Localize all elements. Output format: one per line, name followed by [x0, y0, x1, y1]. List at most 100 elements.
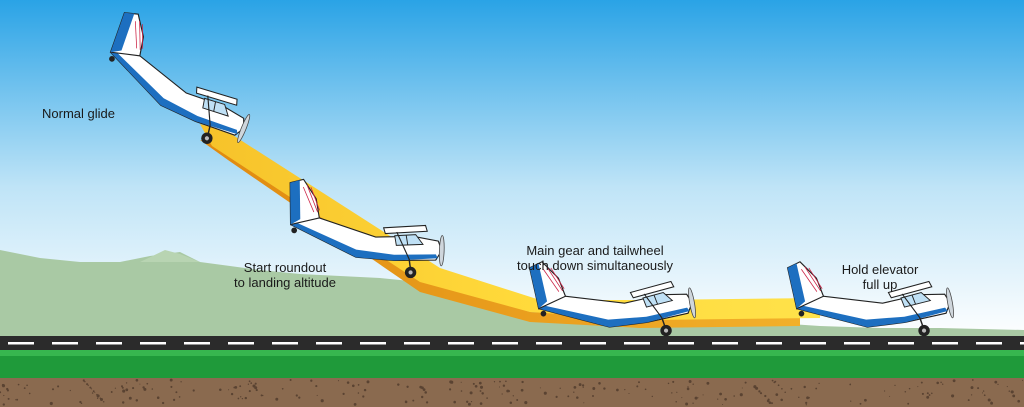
soil-speckle — [697, 397, 699, 399]
soil-speckle — [486, 397, 488, 399]
soil-speckle — [798, 396, 800, 399]
soil-speckle — [102, 401, 105, 403]
soil-speckle — [478, 381, 482, 385]
soil-speckle — [239, 385, 242, 388]
soil-speckle — [815, 387, 818, 390]
soil-speckle — [676, 391, 678, 393]
label-touchdown-line1: Main gear and tailwheel — [526, 243, 664, 258]
soil-speckle — [337, 380, 340, 382]
soil-speckle — [884, 390, 886, 392]
runway-dash — [8, 342, 34, 345]
soil-speckle — [151, 388, 154, 390]
soil-speckle — [859, 402, 862, 405]
runway-dash — [448, 342, 474, 345]
soil-speckles — [0, 378, 1024, 406]
soil-speckle — [94, 391, 96, 393]
soil-speckle — [694, 396, 698, 400]
soil-speckle — [894, 384, 896, 387]
soil-speckle — [977, 387, 980, 390]
soil-speckle — [803, 385, 806, 389]
soil-speckle — [192, 389, 195, 392]
soil-speckle — [121, 401, 125, 404]
soil-speckle — [685, 402, 689, 406]
runway-dash — [536, 342, 562, 345]
soil-speckle — [237, 397, 240, 400]
soil-speckle — [146, 382, 149, 385]
soil-speckle — [509, 401, 513, 404]
glide-path — [200, 124, 820, 320]
soil-speckle — [241, 397, 244, 400]
soil-speckle — [254, 386, 258, 390]
runway-dash — [756, 342, 782, 345]
soil-speckle — [687, 386, 689, 388]
soil-speckle — [143, 387, 147, 391]
soil-speckle — [479, 390, 482, 392]
soil-speckle — [357, 384, 360, 386]
runway-centerline — [8, 342, 1024, 345]
soil-speckle — [581, 384, 585, 387]
runway-dash — [976, 342, 1002, 345]
soil-speckle — [771, 379, 774, 382]
runway-dash — [932, 342, 958, 345]
soil-speckle — [1010, 390, 1014, 394]
soil-speckle — [248, 390, 251, 393]
soil — [0, 378, 1024, 407]
soil-speckle — [467, 402, 471, 406]
soil-speckle — [172, 398, 176, 402]
soil-speckle — [493, 381, 496, 383]
soil-speckle — [722, 403, 724, 406]
soil-speckle — [28, 392, 31, 395]
runway-dash — [492, 342, 518, 345]
soil-speckle — [460, 381, 462, 383]
soil-speckle — [719, 392, 722, 396]
soil-speckle — [907, 402, 910, 405]
soil-speckle — [624, 389, 626, 391]
soil-speckle — [702, 394, 704, 396]
soil-speckle — [80, 402, 83, 404]
soil-speckle — [316, 394, 318, 396]
soil-speckle — [125, 388, 129, 392]
soil-speckle — [917, 386, 919, 388]
soil-speckle — [644, 388, 647, 391]
soil-speckle — [1021, 379, 1024, 381]
soil-speckle — [315, 385, 318, 388]
soil-speckle — [928, 394, 931, 396]
soil-speckle — [479, 385, 484, 389]
soil-speckle — [616, 388, 619, 392]
soil-speckle — [128, 396, 132, 400]
soil-speckle — [990, 401, 993, 404]
soil-speckle — [638, 381, 640, 384]
soil-speckle — [289, 379, 292, 381]
soil-speckle — [578, 383, 582, 387]
soil-speckle — [219, 388, 222, 392]
soil-speckle — [178, 396, 181, 398]
label-hold-elevator-line2: full up — [862, 277, 898, 292]
soil-speckle — [764, 394, 767, 398]
soil-speckle — [559, 387, 561, 389]
soil-speckle — [17, 383, 20, 386]
soil-speckle — [234, 386, 238, 389]
soil-speckle — [717, 398, 719, 400]
soil-speckle — [576, 396, 579, 399]
soil-speckle — [818, 382, 820, 385]
soil-speckle — [262, 394, 264, 397]
soil-speckle — [91, 392, 94, 394]
soil-speckle — [555, 395, 558, 398]
soil-speckle — [404, 400, 408, 404]
soil-speckle — [780, 398, 783, 402]
soil-speckle — [420, 395, 424, 399]
soil-speckle — [357, 392, 360, 394]
soil-speckle — [970, 394, 973, 396]
soil-speckle — [135, 378, 139, 382]
soil-speckle — [363, 388, 367, 392]
soil-speckle — [771, 402, 773, 405]
soil-speckle — [92, 390, 95, 393]
runway-dash — [404, 342, 430, 345]
runway-dash — [316, 342, 342, 345]
soil-speckle — [99, 397, 104, 402]
soil-speckle — [250, 382, 253, 384]
soil-speckle — [636, 385, 639, 388]
soil-speckle — [706, 381, 710, 385]
soil-speckle — [920, 381, 923, 384]
soil-speckle — [628, 392, 630, 395]
